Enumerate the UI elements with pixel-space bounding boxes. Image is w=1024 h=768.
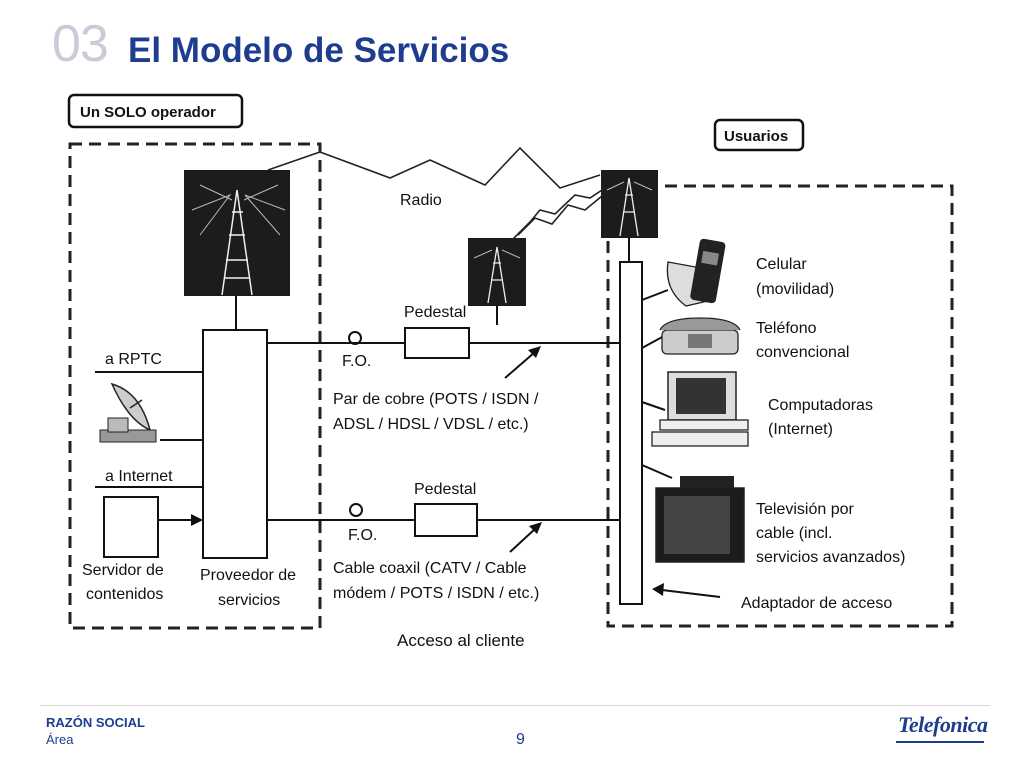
radio-label: Radio <box>400 192 442 209</box>
computer-icon <box>651 371 749 447</box>
fo-coil-top <box>348 331 362 345</box>
company-name: RAZÓN SOCIAL <box>46 715 145 730</box>
tv-label-1: Televisión por <box>756 501 855 518</box>
access-label: Acceso al cliente <box>397 631 525 650</box>
tv-icon <box>655 476 745 563</box>
pedestal-bottom-label: Pedestal <box>414 481 476 498</box>
copper-arrow <box>504 351 536 379</box>
copper-label-2: ADSL / HDSL / VDSL / etc.) <box>333 416 529 433</box>
fo-label-bottom: F.O. <box>348 527 377 544</box>
adapter-arrowhead <box>652 583 664 596</box>
adapter-arrow <box>661 589 721 598</box>
server-label-2: contenidos <box>86 586 163 603</box>
satellite-dish-icon <box>99 382 157 443</box>
coax-arrow <box>509 527 537 553</box>
cell-connector <box>641 289 669 301</box>
radio-link-relay-2 <box>517 195 603 236</box>
coax-label-2: módem / POTS / ISDN / etc.) <box>333 585 539 602</box>
coax-label-1: Cable coaxil (CATV / Cable <box>333 560 527 577</box>
phone-label-1: Teléfono <box>756 320 817 337</box>
footer-divider <box>40 705 990 706</box>
phone-connector <box>641 335 665 349</box>
server-box <box>103 496 159 558</box>
section-number: 03 <box>52 15 109 73</box>
relay-tower-icon <box>468 238 526 306</box>
copper-arrowhead <box>528 346 541 358</box>
users-label-box <box>713 118 805 152</box>
tv-connector <box>641 464 673 479</box>
radio-link-main <box>267 146 601 189</box>
computer-label-1: Computadoras <box>768 397 873 414</box>
pedestal-top-label: Pedestal <box>404 304 466 321</box>
computer-connector <box>641 401 666 411</box>
cell-phone-icon <box>666 238 726 307</box>
phone-label-2: convencional <box>756 344 849 361</box>
area-label: Área <box>46 732 74 747</box>
landline-phone-icon <box>659 317 741 355</box>
operator-zone <box>68 142 322 630</box>
provider-box <box>202 329 268 559</box>
fo-coil-bottom <box>349 503 363 517</box>
provider-label-1: Proveedor de <box>200 567 296 584</box>
server-label-1: Servidor de <box>82 562 164 579</box>
computer-label-2: (Internet) <box>768 421 833 438</box>
service-model-diagram: Un SOLO operador Usuarios Radio <box>67 93 954 650</box>
main-tower-icon <box>184 170 290 296</box>
logo-underline <box>896 741 984 743</box>
user-tower-icon <box>601 170 658 238</box>
users-label: Usuarios <box>724 128 788 145</box>
access-adapter-bar <box>619 261 643 605</box>
rptc-label: a RPTC <box>105 351 162 368</box>
tv-label-3: servicios avanzados) <box>756 549 905 566</box>
radio-link-relay <box>511 187 606 241</box>
users-zone <box>606 184 954 628</box>
tv-label-2: cable (incl. <box>756 525 832 542</box>
provider-label-2: servicios <box>218 592 280 609</box>
cell-label-1: Celular <box>756 256 807 273</box>
fo-label-top: F.O. <box>342 353 371 370</box>
internet-label: a Internet <box>105 468 173 485</box>
cell-label-2: (movilidad) <box>756 281 834 298</box>
pedestal-bottom <box>414 503 478 537</box>
coax-arrowhead <box>529 522 542 534</box>
operator-label: Un SOLO operador <box>80 104 216 121</box>
page-number: 9 <box>516 731 525 748</box>
adapter-label: Adaptador de acceso <box>741 595 892 612</box>
page-title: El Modelo de Servicios <box>128 31 510 70</box>
operator-label-box <box>67 93 244 129</box>
server-arrowhead <box>191 514 203 526</box>
telefonica-logo: Telefonica <box>898 712 988 737</box>
copper-label-1: Par de cobre (POTS / ISDN / <box>333 391 539 408</box>
pedestal-top <box>404 327 470 359</box>
